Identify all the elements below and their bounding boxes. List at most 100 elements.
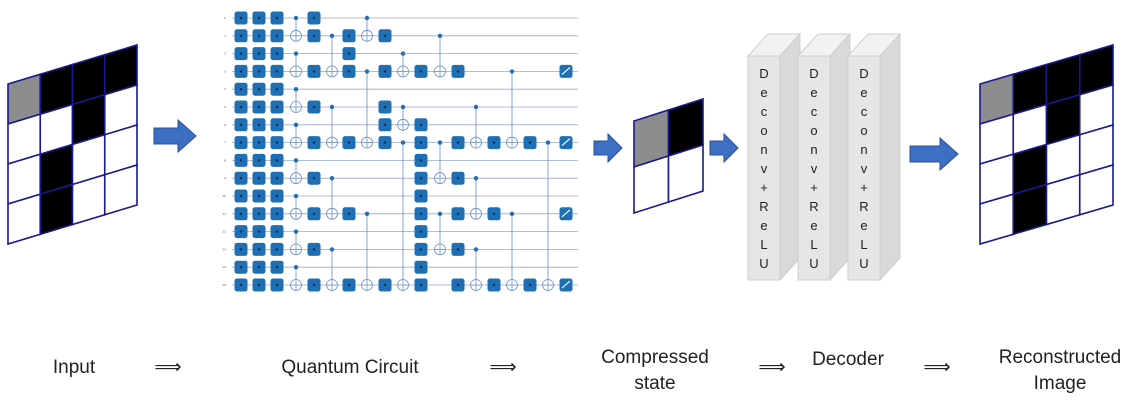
qubit-index-label: 6: [224, 123, 226, 127]
control-dot: [364, 69, 370, 74]
compressed-state-grid: [633, 97, 704, 215]
decoder-layer-3: [847, 55, 881, 281]
label-reconstructed-line1: Reconstructed: [999, 347, 1122, 368]
decoder-letter: L: [810, 237, 817, 252]
control-dot: [293, 87, 299, 92]
decoder-letter: v: [761, 161, 768, 176]
control-dot: [293, 158, 299, 163]
input-image-grid: [7, 43, 138, 246]
compressed-cell: [633, 154, 670, 215]
control-dot: [437, 140, 443, 145]
decoder-letter: R: [859, 199, 868, 214]
control-dot: [473, 247, 479, 252]
control-dot: [400, 140, 406, 145]
qubit-index-label: 13: [222, 247, 226, 251]
qubit-index-label: 11: [222, 212, 226, 216]
control-dot: [329, 104, 335, 110]
decoder-letter: o: [860, 123, 867, 138]
decoder-letter: e: [760, 218, 767, 233]
qubit-index-label: 15: [222, 283, 226, 287]
input-cell: [7, 193, 42, 246]
decoder-layer-side: [879, 32, 901, 282]
decoder-letter: v: [861, 161, 868, 176]
flow-arrow-decoder-to-reconstructed: [909, 136, 959, 172]
reconstructed-image-grid: [979, 43, 1114, 246]
decoder-letter: o: [760, 123, 767, 138]
control-dot: [329, 176, 335, 181]
reconstructed-cell: [1045, 173, 1081, 226]
control-dot: [293, 265, 299, 270]
decoder-letter: U: [859, 256, 868, 271]
label-decoder: Decoder: [812, 349, 884, 370]
control-dot: [509, 69, 515, 74]
decoder-letter: U: [759, 256, 768, 271]
qubit-index-label: 10: [222, 194, 226, 198]
control-dot: [437, 211, 443, 216]
decoder-letter: e: [810, 85, 817, 100]
decoder-layer-side: [829, 32, 851, 282]
decoder-letter: +: [810, 180, 818, 195]
label-input: Input: [53, 357, 96, 378]
qubit-index-label: 7: [224, 141, 226, 145]
compressed-cell: [667, 143, 704, 204]
decoder-letter: c: [861, 104, 868, 119]
input-cell: [39, 183, 74, 236]
flow-arrow-compressed-to-decoder: [709, 132, 739, 164]
label-compressed-line1: Compressed: [601, 347, 709, 368]
control-dot: [293, 15, 299, 21]
qubit-index-label: 8: [224, 158, 226, 162]
decoder-letter: U: [809, 256, 818, 271]
input-cell: [103, 163, 138, 216]
flow-arrow-label-3: ⟹: [758, 357, 785, 378]
decoder-letter: v: [811, 161, 818, 176]
decoder-letter: L: [860, 237, 867, 252]
reconstructed-cell: [1012, 183, 1048, 236]
control-dot: [293, 51, 299, 56]
decoder-letter: +: [760, 180, 768, 195]
qubit-index-label: 4: [224, 87, 226, 91]
decoder-letter: c: [811, 104, 818, 119]
qubit-index-label: 9: [224, 176, 226, 180]
decoder-layer-1: [747, 55, 781, 281]
decoder-letter: D: [759, 66, 768, 81]
decoder-letter: e: [810, 218, 817, 233]
label-reconstructed-line2: Image: [1034, 373, 1087, 394]
reconstructed-cell: [979, 193, 1015, 246]
control-dot: [473, 104, 479, 110]
qubit-index-label: 1: [224, 34, 226, 38]
qubit-index-label: 0: [224, 16, 226, 20]
decoder-layer-side: [779, 32, 801, 282]
reconstructed-cell: [1078, 163, 1114, 216]
qubit-index-label: 5: [224, 105, 226, 109]
decoder-letter: c: [761, 104, 768, 119]
control-dot: [329, 33, 335, 38]
qubit-index-label: 2: [224, 52, 226, 56]
control-dot: [400, 51, 406, 56]
flow-arrow-circuit-to-compressed: [593, 132, 623, 164]
decoder-letter: D: [859, 66, 868, 81]
control-dot: [293, 193, 299, 199]
decoder-letter: e: [760, 85, 767, 100]
decoder-letter: n: [860, 142, 867, 157]
decoder-letter: +: [860, 180, 868, 195]
qubit-index-label: 3: [224, 69, 226, 73]
control-dot: [400, 104, 406, 110]
flow-arrow-label-4: ⟹: [923, 357, 950, 378]
control-dot: [364, 211, 370, 216]
decoder-layer-2: [797, 55, 831, 281]
control-dot: [545, 140, 551, 145]
decoder-letter: e: [860, 85, 867, 100]
control-dot: [293, 229, 299, 234]
control-dot: [293, 122, 299, 128]
decoder-letter: D: [809, 66, 818, 81]
decoder-letter: n: [760, 142, 767, 157]
control-dot: [509, 211, 515, 216]
control-dot: [473, 176, 479, 181]
qubit-index-label: 14: [222, 265, 226, 269]
flow-arrow-label-2: ⟹: [489, 357, 516, 378]
decoder-letter: o: [810, 123, 817, 138]
decoder-letter: R: [809, 199, 818, 214]
